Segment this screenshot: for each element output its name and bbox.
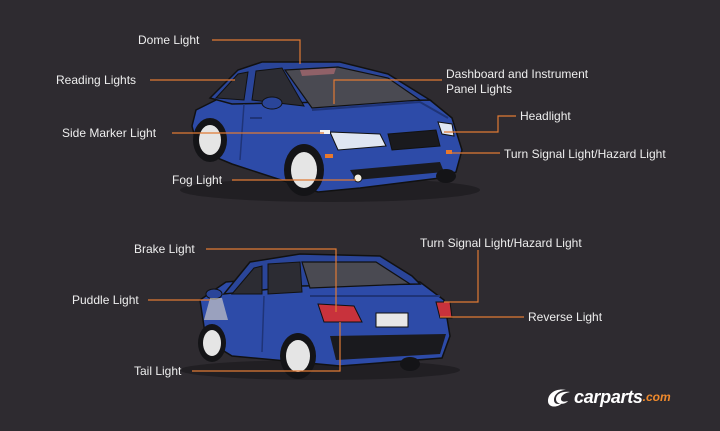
label-reverse-light: Reverse Light bbox=[528, 310, 603, 324]
rear-car-rear-wheel bbox=[280, 333, 316, 379]
label-reading-lights: Reading Lights bbox=[56, 73, 137, 87]
leader-turn-signal-rear bbox=[444, 250, 479, 303]
front-side-window-2 bbox=[251, 67, 305, 107]
carparts-swoosh-icon bbox=[548, 389, 570, 407]
leader-tail-light bbox=[192, 322, 341, 372]
label-dashboard-line1: Dashboard and Instrument bbox=[446, 67, 589, 81]
label-turn-signal-front: Turn Signal Light/Hazard Light bbox=[504, 147, 666, 161]
leader-brake-light bbox=[206, 248, 337, 312]
label-turn-signal-rear: Turn Signal Light/Hazard Light bbox=[420, 236, 582, 250]
logo-name: carparts bbox=[574, 386, 643, 407]
label-brake-light: Brake Light bbox=[134, 242, 195, 256]
leader-dashboard bbox=[333, 79, 442, 104]
front-grille bbox=[387, 129, 441, 151]
rear-car-far-wheel bbox=[400, 357, 420, 371]
label-side-marker-light: Side Marker Light bbox=[62, 126, 157, 140]
leader-lines bbox=[148, 39, 524, 372]
rear-side-window-1 bbox=[230, 265, 263, 295]
rear-car-mirror bbox=[205, 288, 223, 300]
label-dome-light: Dome Light bbox=[138, 33, 200, 47]
front-windshield bbox=[283, 66, 422, 109]
front-fog-light bbox=[353, 173, 363, 183]
rear-tail-light-left bbox=[317, 303, 363, 323]
leader-headlight bbox=[444, 115, 516, 133]
front-headlight-left bbox=[329, 131, 387, 151]
label-puddle-light: Puddle Light bbox=[72, 293, 139, 307]
front-car-rear-wheel bbox=[193, 118, 227, 162]
front-car-far-wheel bbox=[436, 169, 456, 183]
rear-car-front-wheel bbox=[198, 324, 226, 362]
label-dashboard-line2: Panel Lights bbox=[446, 82, 513, 96]
rear-window bbox=[301, 261, 412, 289]
front-car-front-wheel bbox=[284, 144, 324, 196]
front-side-window-1 bbox=[214, 71, 249, 101]
rear-side-window-2 bbox=[267, 261, 303, 295]
front-turn-signal-right bbox=[446, 150, 452, 154]
label-headlight: Headlight bbox=[520, 109, 571, 123]
front-car bbox=[180, 61, 480, 202]
front-turn-signal-left bbox=[325, 154, 333, 158]
rear-license-plate bbox=[375, 312, 409, 328]
carparts-logo: carparts.com bbox=[544, 386, 671, 408]
rear-car bbox=[180, 253, 460, 380]
label-tail-light: Tail Light bbox=[134, 364, 182, 378]
logo-domain: .com bbox=[642, 390, 671, 404]
front-mirror bbox=[261, 96, 283, 110]
leader-dome-light bbox=[212, 39, 301, 64]
front-side-marker bbox=[320, 130, 330, 134]
label-fog-light: Fog Light bbox=[172, 173, 223, 187]
